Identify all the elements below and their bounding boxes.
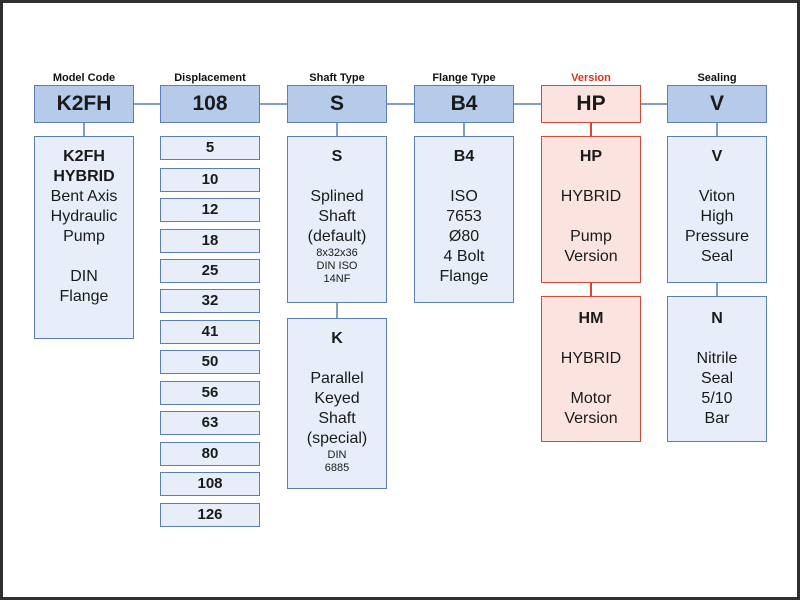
code-sealing: V — [667, 85, 767, 123]
connector-line — [716, 283, 718, 296]
header-flange-type: Flange Type — [432, 72, 496, 84]
seal-n-text: Nitrile — [696, 350, 738, 367]
displacement-option: 63 — [160, 411, 260, 435]
header-shaft-type: Shaft Type — [309, 72, 365, 84]
flange-b4-text: Flange — [439, 268, 489, 285]
flange-b4-code: B4 — [453, 148, 475, 165]
shaft-k-spec: DIN — [327, 449, 347, 461]
seal-v-text: Viton — [698, 188, 736, 205]
seal-n-text: 5/10 — [701, 390, 733, 407]
shaft-k-box: K Parallel Keyed Shaft (special) DIN 688… — [287, 318, 387, 489]
connector-line — [83, 123, 85, 136]
displacement-option: 50 — [160, 350, 260, 374]
flange-b4-text: 4 Bolt — [443, 248, 485, 265]
seal-n-code: N — [711, 310, 723, 327]
displacement-option: 10 — [160, 168, 260, 192]
seal-n-text: Seal — [700, 370, 734, 387]
version-hm-text: Motor — [570, 390, 612, 407]
seal-v-text: High — [700, 208, 734, 225]
connector-line — [512, 103, 541, 105]
model-text-line: Pump — [63, 228, 105, 245]
connector-line — [639, 103, 668, 105]
shaft-k-code: K — [331, 330, 343, 347]
code-shaft-type: S — [287, 85, 387, 123]
displacement-option: 25 — [160, 259, 260, 283]
seal-n-box: N Nitrile Seal 5/10 Bar — [667, 296, 767, 442]
connector-line — [259, 103, 288, 105]
flange-b4-text: 7653 — [446, 208, 482, 225]
shaft-k-text: Shaft — [318, 410, 356, 427]
code-displacement: 108 — [160, 85, 260, 123]
shaft-k-text: Parallel — [310, 370, 364, 387]
version-hm-box: HM HYBRID Motor Version — [541, 296, 641, 442]
flange-b4-text: Ø80 — [448, 228, 480, 245]
model-text-line: Hydraulic — [50, 208, 118, 225]
displacement-option: 41 — [160, 320, 260, 344]
model-description-box: K2FH HYBRID Bent Axis Hydraulic Pump DIN… — [34, 136, 134, 339]
connector-line — [716, 123, 718, 136]
version-hm-text: Version — [564, 410, 618, 427]
shaft-k-spec: 6885 — [324, 462, 350, 474]
shaft-s-box: S Splined Shaft (default) 8x32x36 DIN IS… — [287, 136, 387, 303]
code-version: HP — [541, 85, 641, 123]
displacement-option: 108 — [160, 472, 260, 496]
version-hm-code: HM — [578, 310, 604, 327]
model-text-line: Flange — [59, 288, 109, 305]
model-text-line: DIN — [70, 268, 98, 285]
version-hp-code: HP — [579, 148, 603, 165]
displacement-option: 32 — [160, 289, 260, 313]
displacement-option: 126 — [160, 503, 260, 527]
header-displacement: Displacement — [174, 72, 246, 84]
header-model-code: Model Code — [52, 72, 116, 84]
model-code-label: K2FH — [63, 148, 105, 165]
shaft-s-text: Splined — [310, 188, 364, 205]
seal-v-text: Seal — [700, 248, 734, 265]
header-version: Version — [571, 72, 611, 84]
seal-v-box: V Viton High Pressure Seal — [667, 136, 767, 283]
shaft-s-spec: 14NF — [323, 273, 351, 285]
connector-line — [133, 103, 161, 105]
header-sealing: Sealing — [697, 72, 737, 84]
flange-b4-box: B4 ISO 7653 Ø80 4 Bolt Flange — [414, 136, 514, 303]
shaft-s-text: (default) — [307, 228, 367, 245]
version-hp-text: Pump — [570, 228, 612, 245]
version-hp-box: HP HYBRID Pump Version — [541, 136, 641, 283]
displacement-option: 18 — [160, 229, 260, 253]
shaft-s-spec: 8x32x36 — [316, 247, 358, 259]
code-flange-type: B4 — [414, 85, 514, 123]
connector-line — [590, 123, 592, 136]
connector-line — [590, 283, 592, 296]
shaft-k-text: (special) — [306, 430, 368, 447]
seal-v-text: Pressure — [684, 228, 750, 245]
displacement-option: 5 — [160, 136, 260, 160]
connector-line — [336, 303, 338, 318]
displacement-option: 12 — [160, 198, 260, 222]
connector-line — [386, 103, 414, 105]
displacement-option: 80 — [160, 442, 260, 466]
code-model: K2FH — [34, 85, 134, 123]
shaft-s-code: S — [331, 148, 343, 165]
version-hm-text: HYBRID — [560, 350, 622, 367]
shaft-k-text: Keyed — [314, 390, 360, 407]
connector-line — [336, 123, 338, 136]
seal-v-code: V — [711, 148, 723, 165]
shaft-s-text: Shaft — [318, 208, 356, 225]
seal-n-text: Bar — [704, 410, 730, 427]
shaft-s-spec: DIN ISO — [316, 260, 358, 272]
displacement-option: 56 — [160, 381, 260, 405]
model-hybrid-label: HYBRID — [53, 168, 115, 185]
flange-b4-text: ISO — [450, 188, 478, 205]
version-hp-text: Version — [564, 248, 618, 265]
connector-line — [463, 123, 465, 136]
model-text-line: Bent Axis — [50, 188, 118, 205]
version-hp-text: HYBRID — [560, 188, 622, 205]
